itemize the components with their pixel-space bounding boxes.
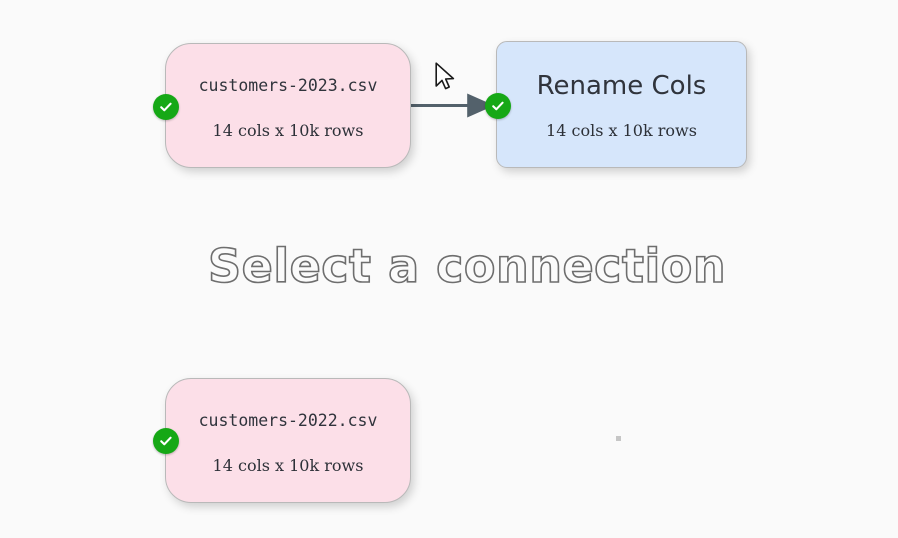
check-circle-icon[interactable] xyxy=(153,94,179,120)
node-title: customers-2023.csv xyxy=(198,75,378,95)
node-title: customers-2022.csv xyxy=(198,410,378,430)
check-circle-icon[interactable] xyxy=(153,428,179,454)
node-customers-2022[interactable]: customers-2022.csv 14 cols x 10k rows xyxy=(153,378,411,503)
node-subtitle: 14 cols x 10k rows xyxy=(546,120,697,140)
node-title: Rename Cols xyxy=(536,70,707,101)
node-subtitle: 14 cols x 10k rows xyxy=(212,456,364,476)
overlay-message: Select a connection xyxy=(207,239,727,293)
node-customers-2023[interactable]: customers-2023.csv 14 cols x 10k rows xyxy=(153,43,411,168)
check-circle-icon[interactable] xyxy=(485,93,511,119)
connection-handle-dot[interactable] xyxy=(616,436,621,441)
node-subtitle: 14 cols x 10k rows xyxy=(212,121,364,141)
node-rename-cols[interactable]: Rename Cols 14 cols x 10k rows xyxy=(485,41,747,168)
arrow-pointer-cursor xyxy=(435,62,455,90)
